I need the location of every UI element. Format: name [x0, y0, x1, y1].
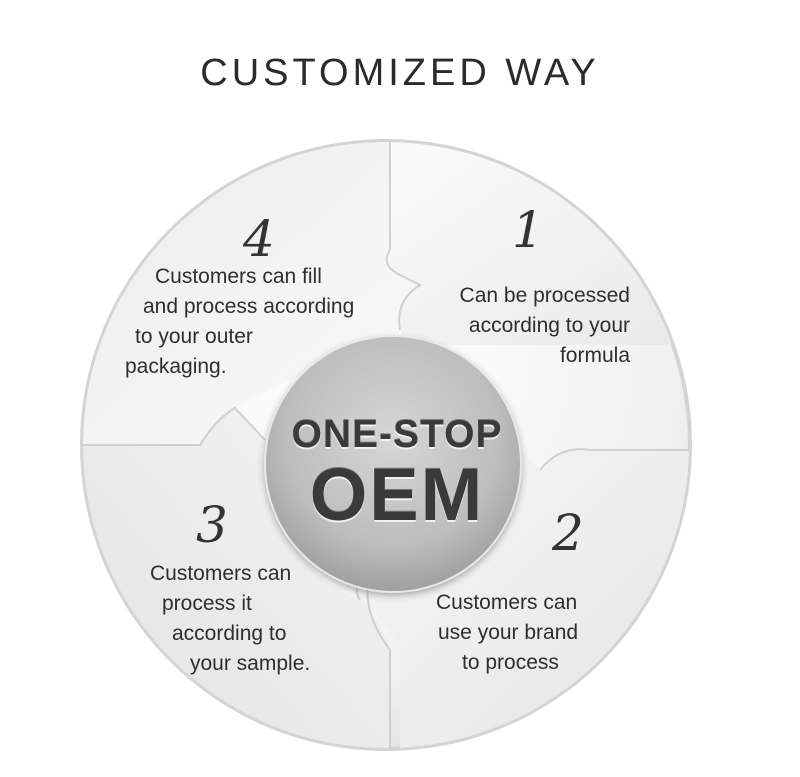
step-4-number: 4 [243, 210, 275, 268]
step-3-number: 3 [196, 496, 228, 554]
step-1-line: Can be processed [459, 284, 630, 307]
step-4-line: to your outer [135, 325, 253, 348]
seam-horizontal-right [539, 448, 689, 471]
step-3-line: Customers can [150, 562, 292, 585]
page-title: CUSTOMIZED WAY [200, 52, 600, 94]
step-2-number: 2 [552, 504, 584, 562]
seam-vertical-top [385, 142, 423, 331]
step-4-line: packaging. [125, 355, 227, 378]
step-3-text: Customers can process it according to yo… [150, 559, 310, 679]
hub-label-oem: OEM [309, 453, 485, 536]
step-3-line: process it [162, 592, 252, 615]
step-2-line: use your brand [438, 621, 579, 644]
step-1-text: Can be processed according to your formu… [440, 281, 630, 371]
step-2-line: to process [462, 651, 559, 674]
step-3-line: according to [172, 622, 287, 645]
seam-horizontal-left [83, 406, 266, 446]
hub-circle [265, 336, 521, 592]
hub-rim [264, 335, 522, 593]
step-4-line: and process according [143, 295, 355, 318]
step-2-line: Customers can [436, 591, 578, 614]
step-3-line: your sample. [190, 652, 311, 675]
hub-label-one-stop: ONE-STOP [291, 413, 503, 456]
step-2-text: Customers can use your brand to process [436, 588, 578, 678]
step-1-line: according to your [468, 314, 630, 337]
step-1-number: 1 [512, 201, 544, 259]
step-4-text: Customers can fill and process according… [125, 262, 354, 382]
step-4-line: Customers can fill [155, 265, 322, 288]
step-1-line: formula [559, 344, 630, 367]
